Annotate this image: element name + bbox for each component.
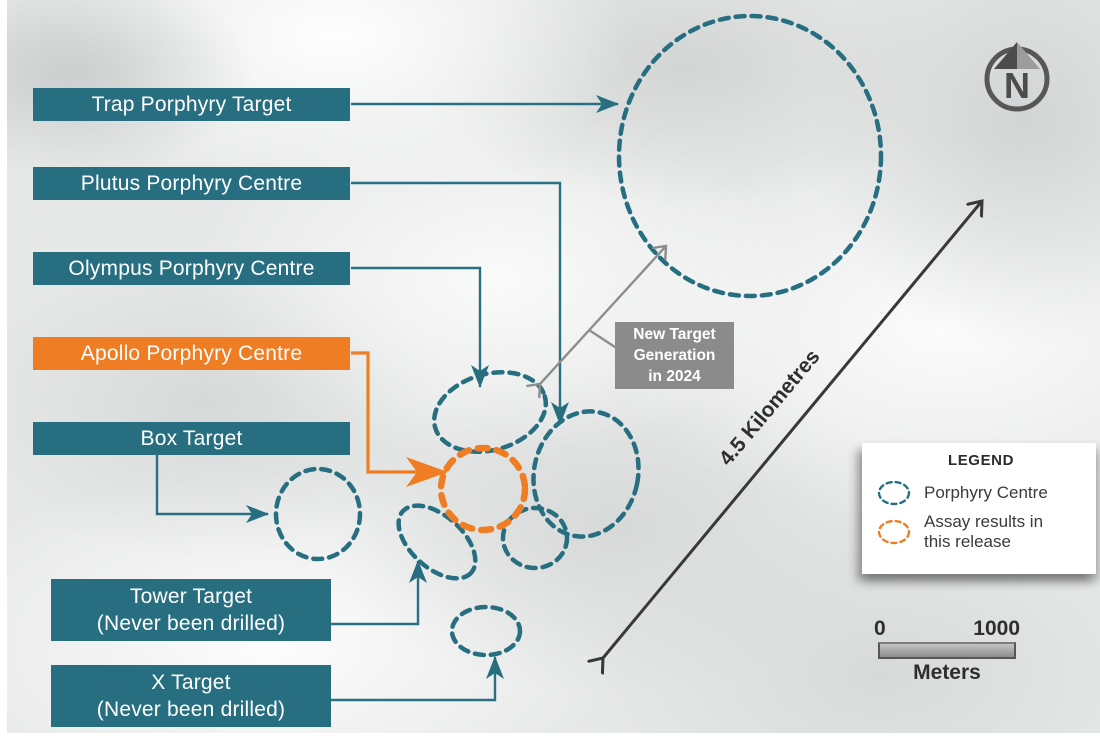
label-olympus-porphyry-centre: Olympus Porphyry Centre: [33, 252, 350, 285]
annotation-line3: in 2024: [648, 368, 701, 385]
legend-item-label: Assay results in this release: [924, 512, 1044, 551]
legend: LEGEND Porphyry Centre Assay results in …: [862, 443, 1096, 574]
scale-bar: 0 1000 Meters: [874, 617, 1020, 685]
label-text: Plutus Porphyry Centre: [80, 171, 303, 195]
label-text-line1: Tower Target: [129, 585, 253, 608]
label-tower-target: Tower Target (Never been drilled): [51, 579, 331, 641]
scale-end-value: 1000: [973, 617, 1020, 640]
legend-item-assay-results: Assay results in this release: [874, 512, 1088, 552]
annotation-line1: New Target: [633, 326, 716, 343]
label-apollo-porphyry-centre: Apollo Porphyry Centre: [33, 337, 350, 370]
north-compass-icon: N: [984, 42, 1050, 112]
annotation-line2: Generation: [633, 347, 716, 364]
scale-unit-label: Meters: [913, 661, 981, 684]
label-plutus-porphyry-centre: Plutus Porphyry Centre: [33, 167, 350, 200]
label-x-target: X Target (Never been drilled): [51, 665, 331, 727]
compass-north-label: N: [1004, 65, 1030, 106]
label-text-line2: (Never been drilled): [96, 698, 286, 721]
new-target-annotation-box: New Target Generation in 2024: [615, 322, 734, 389]
legend-title: LEGEND: [947, 452, 1015, 469]
label-trap-porphyry-target: Trap Porphyry Target: [33, 88, 350, 121]
legend-item-label: Porphyry Centre: [924, 483, 1048, 502]
legend-item-porphyry-centre: Porphyry Centre: [874, 478, 1088, 508]
assay-results-swatch-icon: [877, 519, 911, 545]
label-text: Apollo Porphyry Centre: [80, 341, 303, 365]
scale-start-value: 0: [874, 617, 886, 640]
label-text: Trap Porphyry Target: [91, 92, 292, 116]
label-text: Olympus Porphyry Centre: [68, 256, 315, 280]
label-box-target: Box Target: [33, 422, 350, 455]
label-text-line2: (Never been drilled): [96, 612, 286, 635]
scale-bar-rect: [878, 642, 1016, 659]
label-text-line1: X Target: [151, 671, 231, 694]
label-text: Box Target: [140, 426, 243, 450]
porphyry-centre-swatch-icon: [877, 480, 911, 506]
